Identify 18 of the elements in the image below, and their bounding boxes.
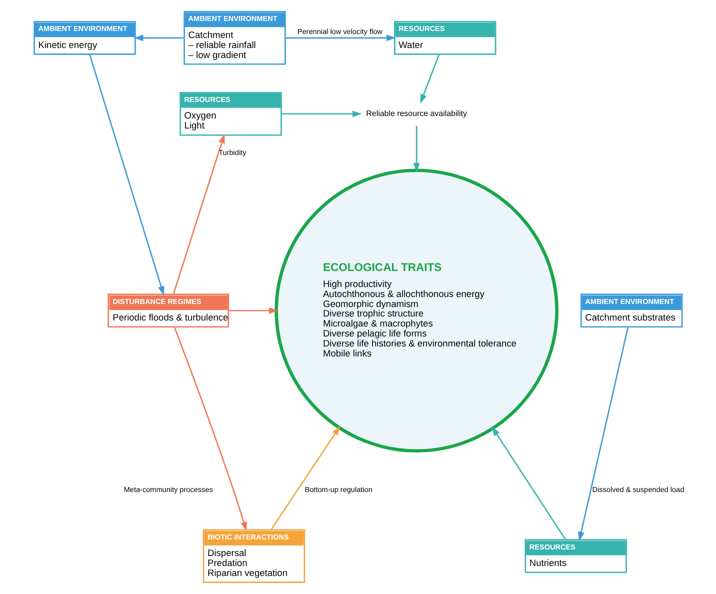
edge-label: Perennial low velocity flow: [296, 26, 382, 36]
arrow: [412, 126, 420, 172]
arrow: [228, 307, 278, 314]
arrow: [174, 328, 246, 532]
arrow: [420, 54, 439, 104]
edge-label: Dissolved & suspended load: [592, 484, 684, 494]
edge-label: Bottom-up regulation: [304, 484, 372, 494]
edge-label: Turbidity: [218, 148, 246, 157]
label: Meta-community processes: [123, 484, 212, 494]
arrow: [281, 110, 362, 118]
arrow: [270, 426, 340, 530]
arrow: [134, 34, 183, 42]
arrow: [491, 426, 566, 540]
arrow: [88, 54, 164, 296]
arrow: [578, 328, 628, 542]
arrow: [285, 34, 396, 42]
node-circle: ECOLOGICAL TRAITS High productivity Autochthonous & allochthonous energy Geomorphic dynamism Diverse trophic structure Microalgae & macrophytes Diverse pelagic life forms Diverse life histories & environmental tolerance Mobile links: [274, 168, 558, 453]
arrow: [172, 134, 224, 294]
